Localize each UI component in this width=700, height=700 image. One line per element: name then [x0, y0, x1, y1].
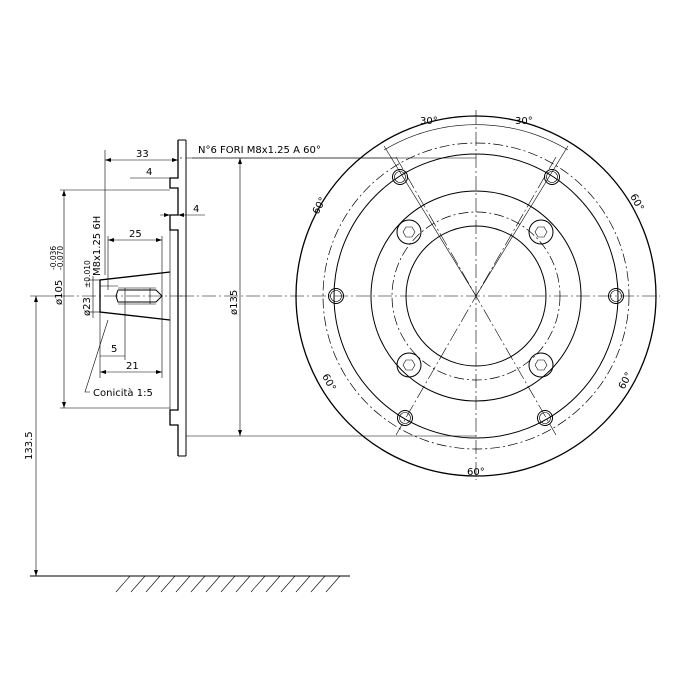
- hex-screws: [396, 219, 554, 378]
- dim-d105-tol-lower: -0.070: [56, 246, 65, 270]
- dim-d23-tol: ±0.010: [83, 260, 92, 288]
- angle-30-right: 30°: [515, 116, 533, 127]
- dim-4b-label: 4: [193, 204, 199, 215]
- dim-21-label: 21: [126, 361, 139, 372]
- dim-33-label: 33: [136, 149, 149, 160]
- hex-screw: [396, 219, 422, 245]
- angle-arc-top: [383, 124, 569, 151]
- dim-5-label: 5: [111, 344, 117, 355]
- conicity-label: Conicità 1:5: [93, 387, 153, 399]
- dim-d23-label: ø23: [82, 297, 93, 316]
- angle-60-ul: 60°: [311, 196, 329, 217]
- dim-d135-label: ø135: [229, 290, 240, 315]
- hex-screw: [396, 352, 422, 378]
- angle-30-left: 30°: [420, 116, 438, 127]
- bolt-hole: [392, 169, 408, 185]
- bolt-hole: [537, 410, 553, 426]
- flange-outline: [169, 140, 179, 456]
- side-view: 33 4 4 25 21 5 Conicità 1:5 ø: [24, 139, 350, 593]
- dim-4a-label: 4: [146, 167, 152, 178]
- hex-screw: [528, 352, 554, 378]
- bolt-hole: [608, 288, 624, 304]
- thread-label: M8x1.25 6H: [92, 216, 103, 276]
- angle-60-lr: 60°: [617, 371, 635, 392]
- bolt-hole: [544, 169, 560, 185]
- bolt-holes: [328, 169, 624, 426]
- bolt-hole: [328, 288, 344, 304]
- dim-1335-label: 133.5: [24, 431, 35, 460]
- front-view: ø135 N°6 FORI M8x1.25 A 60°: [180, 110, 660, 480]
- conicity-leader: [84, 319, 109, 393]
- dim-d105-tol-upper: -0.036: [49, 246, 58, 270]
- ground-hatching: [115, 575, 341, 593]
- angle-60-bottom: 60°: [467, 467, 485, 478]
- dim-d105-label: ø105: [54, 280, 65, 305]
- holes-note: N°6 FORI M8x1.25 A 60°: [198, 145, 321, 156]
- hex-screw: [528, 219, 554, 245]
- bolt-hole: [397, 410, 413, 426]
- dim-25-label: 25: [129, 229, 142, 240]
